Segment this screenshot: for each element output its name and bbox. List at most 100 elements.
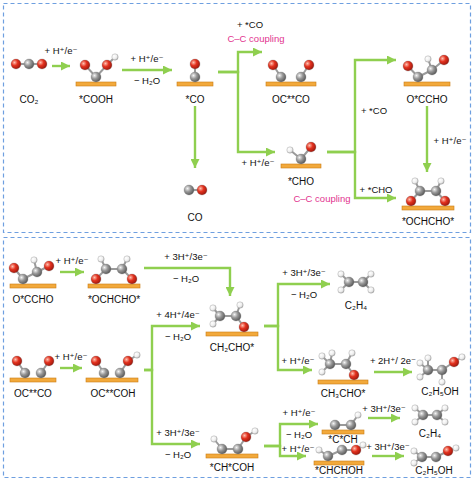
atom-sphere (37, 59, 47, 69)
species-label: OC**COH (62, 388, 164, 400)
atom-sphere (316, 447, 322, 453)
atom-sphere (91, 72, 101, 82)
atom-sphere (239, 322, 249, 332)
species-label: *CO (152, 94, 238, 106)
atom-sphere (252, 428, 258, 434)
species-node: C₂H₄ (400, 400, 460, 440)
reaction-condition: + 3H⁺/3e⁻ − H₂O (155, 422, 202, 466)
atom-sphere (323, 451, 333, 461)
catalyst-surface (177, 82, 213, 86)
atom-sphere (427, 65, 437, 75)
atom-sphere (449, 357, 459, 367)
atom-sphere (344, 277, 354, 287)
reaction-condition: + *CO (361, 105, 387, 116)
atom-sphere (287, 147, 293, 153)
atom-sphere (439, 379, 445, 385)
species-node: *CHCHOH (306, 443, 372, 477)
reaction-arrow (264, 284, 330, 326)
catalyst-surface (86, 378, 138, 382)
atom-sphere (418, 410, 428, 420)
atom-sphere (231, 311, 241, 321)
species-label: CO₂ (0, 94, 72, 106)
atom-sphere (115, 368, 125, 378)
reaction-condition: + 3H⁺/3e⁻ (366, 441, 410, 452)
species-node: O*CCHO (6, 244, 60, 306)
reaction-arrow (52, 65, 70, 67)
species-label: C₂H₅OH (392, 386, 474, 398)
atom-sphere (99, 368, 109, 378)
catalyst-surface (404, 82, 450, 86)
reaction-condition: + H⁺/e⁻ (55, 351, 88, 362)
atom-sphere (437, 365, 447, 375)
catalyst-surface (10, 284, 56, 288)
catalyst-surface (322, 430, 364, 434)
reaction-condition: + 3H⁺/3e⁻ − H₂O (281, 262, 328, 306)
atom-sphere (210, 321, 216, 327)
atom-sphere (349, 370, 359, 380)
atom-sphere (190, 72, 200, 82)
atom-sphere (296, 154, 306, 164)
reaction-condition: + H⁺/e⁻ − H₂O (129, 48, 165, 92)
reaction-condition: + H⁺/e⁻ (45, 45, 78, 56)
atom-sphere (32, 267, 42, 277)
catalyst-surface (206, 332, 258, 336)
atom-sphere (431, 452, 441, 462)
reaction-condition: + 3H⁺/3e⁻ − H₂O (163, 246, 210, 290)
reaction-condition: + H⁺/e⁻ (242, 157, 275, 168)
atom-sphere (406, 196, 416, 206)
reaction-condition: + *CO (237, 19, 263, 30)
species-label: OC**CO (0, 388, 80, 400)
species-node: OC**COH (82, 338, 144, 400)
atom-sphere (368, 271, 374, 277)
atom-sphere (443, 446, 453, 456)
atom-sphere (319, 353, 325, 359)
atom-sphere (233, 444, 243, 454)
atom-sphere (190, 59, 200, 69)
panel-border (4, 4, 471, 233)
reaction-condition: + H⁺/e⁻ (434, 135, 467, 146)
atom-sphere (412, 405, 418, 411)
species-node: *OCHCHO* (84, 244, 144, 306)
atom-sphere (432, 410, 442, 420)
reaction-condition: + H⁺/e⁻ (56, 255, 89, 266)
atom-sphere (355, 412, 361, 418)
atom-sphere (217, 444, 227, 454)
atom-sphere (330, 420, 340, 430)
species-node: O*CCHO (396, 28, 458, 106)
atom-sphere (325, 359, 335, 369)
reaction-condition: + H⁺/e⁻ (282, 355, 315, 366)
atom-sphere (211, 436, 217, 442)
species-label: *CH*COH (180, 462, 284, 474)
atom-sphere (425, 355, 431, 361)
atom-sphere (358, 277, 368, 287)
species-node: CO (172, 168, 218, 224)
atom-sphere (20, 368, 30, 378)
reaction-condition: + *CHO (360, 184, 393, 195)
atom-sphere (18, 274, 28, 284)
species-label: CO (152, 212, 238, 224)
atom-sphere (319, 369, 325, 375)
species-label: O*CCHO (376, 94, 474, 106)
atom-sphere (91, 356, 101, 366)
atom-sphere (197, 185, 207, 195)
reaction-arrow (372, 455, 404, 457)
atom-sphere (276, 72, 286, 82)
coupling-note: C–C coupling (293, 193, 350, 204)
atom-sphere (44, 261, 54, 271)
atom-sphere (349, 350, 355, 356)
atom-sphere (304, 60, 314, 70)
reaction-arrow (122, 69, 172, 71)
atom-sphere (368, 287, 374, 293)
reaction-arrow (144, 326, 200, 370)
atom-sphere (268, 60, 278, 70)
atom-sphere (112, 54, 118, 60)
atom-sphere (9, 263, 19, 273)
atom-sphere (338, 287, 344, 293)
species-node: CO₂ (6, 48, 52, 106)
reaction-arrow (144, 268, 230, 296)
atom-sphere (438, 178, 444, 184)
atom-sphere (215, 311, 225, 321)
atom-sphere (453, 445, 459, 451)
atom-sphere (12, 356, 22, 366)
